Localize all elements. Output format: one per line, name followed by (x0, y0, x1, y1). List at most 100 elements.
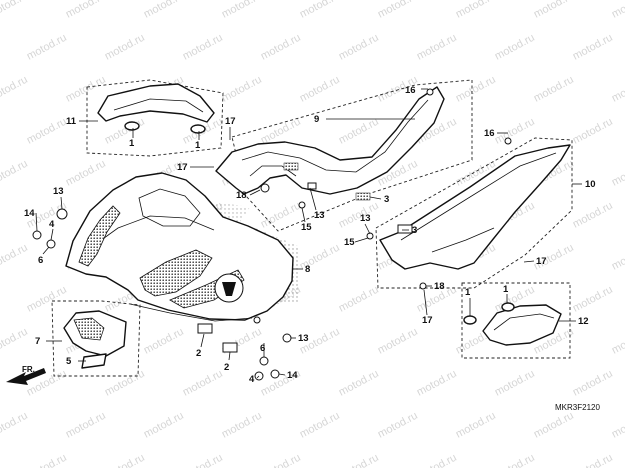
part-group-10 (366, 137, 573, 290)
callout-1: 1 (195, 140, 201, 151)
watermark-text: motod.ru (142, 326, 186, 357)
part-group-9 (215, 79, 473, 232)
watermark-text: motod.ru (220, 74, 264, 105)
callout-6: 6 (38, 255, 43, 266)
watermark-text: motod.ru (0, 410, 30, 441)
watermark-text: motod.ru (142, 410, 186, 441)
callout-10: 10 (585, 179, 596, 190)
watermark-text: motod.ru (610, 74, 625, 105)
leader-line (256, 375, 260, 379)
watermark-text: motod.ru (337, 368, 381, 399)
leader-lines (35, 88, 582, 379)
watermark-text: motod.ru (259, 32, 303, 63)
callout-9: 9 (314, 114, 319, 125)
watermark-text: motod.ru (415, 368, 459, 399)
watermark-text: motod.ru (103, 452, 147, 468)
watermark-text: motod.ru (493, 452, 537, 468)
leader-line (42, 246, 50, 255)
callout-18: 18 (434, 281, 445, 292)
watermark-text: motod.ru (298, 410, 342, 441)
watermark-text: motod.ru (571, 368, 615, 399)
callout-13: 13 (298, 333, 309, 344)
watermark-text: motod.ru (454, 410, 498, 441)
watermark-text: motod.ru (454, 74, 498, 105)
watermark-text: motod.ru (181, 452, 225, 468)
callout-2: 2 (224, 362, 229, 373)
watermark-text: motod.ru (493, 116, 537, 147)
leader-line (228, 351, 231, 361)
watermark-text: motod.ru (298, 74, 342, 105)
callout-13: 13 (360, 213, 371, 224)
callout-5: 5 (66, 356, 72, 367)
watermark-text: motod.ru (64, 410, 108, 441)
watermark-text: motod.ru (493, 368, 537, 399)
watermark-text: motod.ru (337, 284, 381, 315)
watermark-text: motod.ru (454, 0, 498, 21)
leader-line (50, 228, 54, 241)
watermark-text: motod.ru (103, 32, 147, 63)
watermark-text: motod.ru (0, 158, 30, 189)
watermark-text: motod.ru (571, 452, 615, 468)
callout-1: 1 (503, 284, 509, 295)
leader-line (423, 289, 428, 316)
leader-line (354, 237, 369, 243)
callout-16: 16 (484, 128, 495, 139)
watermark-text: motod.ru (259, 452, 303, 468)
callout-14: 14 (24, 208, 35, 219)
leader-line (278, 373, 286, 376)
callout-17: 17 (177, 162, 188, 173)
callout-13: 13 (314, 210, 325, 221)
part-group-12 (461, 282, 571, 359)
front-arrow-label: FR. (22, 365, 35, 374)
watermark-text: motod.ru (610, 0, 625, 21)
watermark-text: motod.ru (610, 410, 625, 441)
leader-line (309, 187, 317, 211)
watermark-text: motod.ru (259, 200, 303, 231)
callout-18: 18 (236, 190, 247, 201)
watermark-text: motod.ru (415, 32, 459, 63)
watermark-text: motod.ru (181, 32, 225, 63)
watermark-text: motod.ru (220, 410, 264, 441)
watermark-text: motod.ru (532, 410, 576, 441)
front-arrow: FR. (6, 365, 46, 385)
watermark-text: motod.ru (181, 368, 225, 399)
watermark-text: motod.ru (571, 32, 615, 63)
watermark-text: motod.ru (337, 452, 381, 468)
watermark-text: motod.ru (337, 116, 381, 147)
watermark-text: motod.ru (25, 116, 69, 147)
watermark-text: motod.ru (25, 452, 69, 468)
leader-line (523, 260, 535, 263)
watermark-text: motod.ru (610, 242, 625, 273)
part-group-8 (65, 172, 298, 353)
leader-line (369, 196, 382, 200)
callout-6: 6 (260, 343, 265, 354)
callout-4: 4 (49, 219, 55, 230)
callout-1: 1 (129, 138, 135, 149)
watermark-text: motod.ru (142, 0, 186, 21)
watermark-text: motod.ru (0, 242, 30, 273)
watermark-text: motod.ru (532, 74, 576, 105)
watermark-text: motod.ru (64, 0, 108, 21)
callout-16: 16 (405, 85, 416, 96)
callout-15: 15 (344, 237, 355, 248)
watermark-text: motod.ru (493, 32, 537, 63)
watermark-text: motod.ru (0, 0, 30, 21)
leader-line (200, 333, 205, 348)
callout-3: 3 (384, 194, 389, 205)
watermark-text: motod.ru (376, 326, 420, 357)
watermark-text: motod.ru (220, 0, 264, 21)
watermark-text: motod.ru (532, 0, 576, 21)
callout-1: 1 (465, 287, 471, 298)
leader-line (60, 196, 63, 210)
leader-line (301, 207, 306, 223)
callout-15: 15 (301, 222, 312, 233)
watermark-text: motod.ru (103, 368, 147, 399)
callout-17: 17 (536, 256, 547, 267)
watermark-text: motod.ru (337, 32, 381, 63)
callout-12: 12 (578, 316, 589, 327)
watermark-text: motod.ru (25, 284, 69, 315)
leader-line (249, 189, 261, 196)
callout-3: 3 (412, 225, 417, 236)
watermark-text: motod.ru (610, 326, 625, 357)
